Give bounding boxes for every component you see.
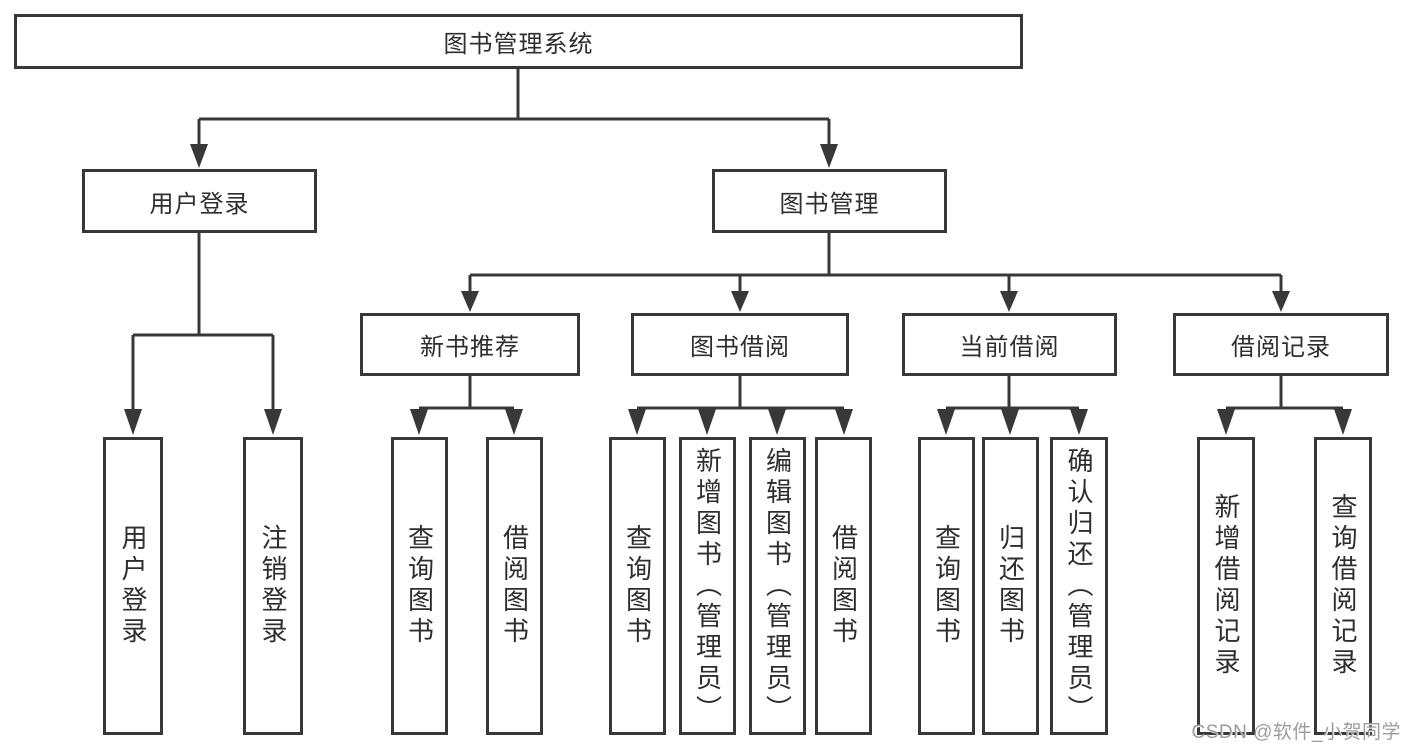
node-borrow-records: 借阅记录 — [1173, 313, 1389, 376]
leaf-borrow-books-label: 借阅图书 — [828, 524, 859, 648]
node-book-management-label: 图书管理 — [779, 190, 880, 218]
leaf-query-books-recommend-label: 查询图书 — [404, 524, 435, 648]
leaf-query-borrow-record-label: 查询借阅记录 — [1328, 493, 1358, 679]
node-new-book-recommend-label: 新书推荐 — [420, 334, 520, 361]
leaf-query-borrow-record: 查询借阅记录 — [1314, 437, 1372, 735]
watermark: CSDN @软件_小贺同学 — [1191, 722, 1401, 743]
leaf-query-books-borrow: 查询图书 — [609, 437, 666, 735]
node-borrow-records-label: 借阅记录 — [1231, 334, 1331, 361]
node-current-borrow-label: 当前借阅 — [959, 334, 1060, 361]
leaf-confirm-return-admin-label: 确认归还（管理员） — [1064, 446, 1094, 726]
leaf-user-login-label: 用户登录 — [118, 524, 148, 648]
leaf-add-borrow-record: 新增借阅记录 — [1197, 437, 1255, 735]
leaf-add-book-admin: 新增图书（管理员） — [679, 437, 736, 735]
leaf-user-login: 用户登录 — [103, 437, 163, 735]
leaf-add-book-admin-label: 新增图书（管理员） — [692, 446, 723, 726]
node-root: 图书管理系统 — [14, 14, 1023, 69]
node-book-borrow-label: 图书借阅 — [690, 334, 790, 361]
leaf-query-books-current: 查询图书 — [918, 437, 975, 735]
leaf-return-books: 归还图书 — [982, 437, 1039, 735]
leaf-add-borrow-record-label: 新增借阅记录 — [1211, 493, 1241, 679]
leaf-edit-book-admin-label: 编辑图书（管理员） — [762, 446, 793, 726]
leaf-query-books-recommend: 查询图书 — [391, 437, 448, 735]
leaf-borrow-books: 借阅图书 — [815, 437, 872, 735]
node-new-book-recommend: 新书推荐 — [360, 313, 580, 376]
node-book-management: 图书管理 — [712, 169, 947, 233]
leaf-confirm-return-admin: 确认归还（管理员） — [1050, 437, 1108, 735]
leaf-edit-book-admin: 编辑图书（管理员） — [749, 437, 806, 735]
leaf-borrow-books-recommend-label: 借阅图书 — [499, 524, 530, 648]
node-book-borrow: 图书借阅 — [631, 313, 849, 376]
node-root-label: 图书管理系统 — [443, 31, 594, 58]
node-current-borrow: 当前借阅 — [902, 313, 1117, 376]
leaf-return-books-label: 归还图书 — [995, 524, 1026, 648]
node-user-login: 用户登录 — [82, 169, 317, 233]
leaf-logout: 注销登录 — [243, 437, 303, 735]
node-user-login-label: 用户登录 — [149, 190, 250, 218]
leaf-borrow-books-recommend: 借阅图书 — [486, 437, 543, 735]
leaf-query-books-current-label: 查询图书 — [931, 524, 962, 648]
leaf-query-books-borrow-label: 查询图书 — [622, 524, 653, 648]
leaf-logout-label: 注销登录 — [258, 524, 288, 648]
